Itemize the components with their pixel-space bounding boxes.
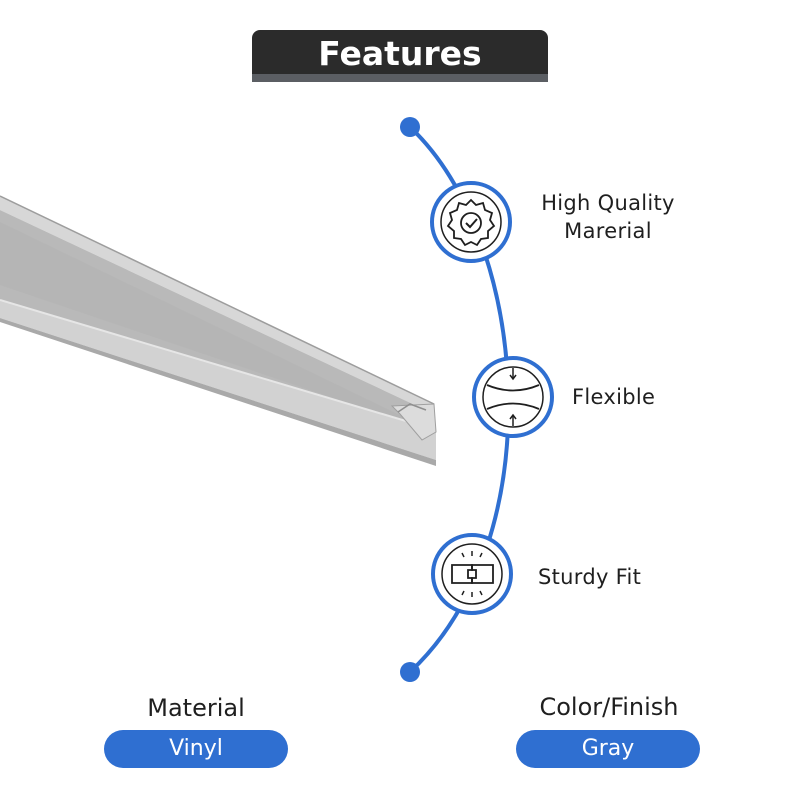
feature-label-quality: High Quality Marerial [528,189,688,245]
timeline-start-dot [400,117,420,137]
feature-label-sturdy-fit: Sturdy Fit [538,565,642,589]
color-finish-value-pill: Gray [516,730,700,768]
feature-label-quality-line1: High Quality [541,191,675,215]
page-title: Features [318,34,482,73]
title-banner-stripe [252,74,548,82]
material-value-pill: Vinyl [104,730,288,768]
puzzle-fit-icon [431,533,513,615]
timeline-end-dot [400,662,420,682]
title-banner: Features [252,30,548,82]
color-finish-label: Color/Finish [539,693,679,721]
material-label: Material [147,694,245,722]
flex-compress-icon [472,356,554,438]
feature-label-quality-line2: Marerial [564,219,652,243]
quality-badge-icon [430,181,512,263]
feature-label-flexible: Flexible [572,385,656,409]
